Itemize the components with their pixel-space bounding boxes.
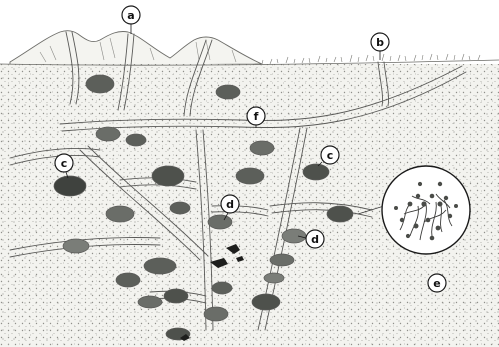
chamber: [106, 206, 134, 222]
chamber: [170, 202, 190, 214]
chamber: [250, 141, 274, 155]
svg-text:d: d: [226, 198, 234, 211]
svg-text:c: c: [61, 157, 68, 170]
svg-text:c: c: [327, 149, 334, 162]
chamber: [116, 273, 140, 287]
svg-text:a: a: [127, 9, 134, 22]
chamber: [264, 273, 284, 283]
chamber: [126, 134, 146, 146]
chamber: [96, 127, 120, 141]
chamber: [327, 206, 353, 222]
svg-text:f: f: [254, 110, 259, 123]
chamber: [152, 166, 184, 186]
chamber: [63, 239, 89, 253]
chamber: [86, 75, 114, 93]
chamber: [282, 229, 306, 243]
chamber: [204, 307, 228, 321]
chamber: [164, 289, 188, 303]
svg-text:e: e: [433, 277, 440, 290]
chamber: [212, 282, 232, 294]
chamber: [208, 215, 232, 229]
chamber: [252, 294, 280, 310]
chamber: [216, 85, 240, 99]
chamber: [144, 258, 176, 274]
label-e: e: [428, 274, 446, 292]
svg-text:b: b: [376, 36, 384, 49]
chamber: [270, 254, 294, 266]
chamber: [138, 296, 162, 308]
chamber: [54, 176, 86, 196]
svg-text:d: d: [311, 233, 319, 246]
chamber: [236, 168, 264, 184]
chamber: [303, 164, 329, 180]
